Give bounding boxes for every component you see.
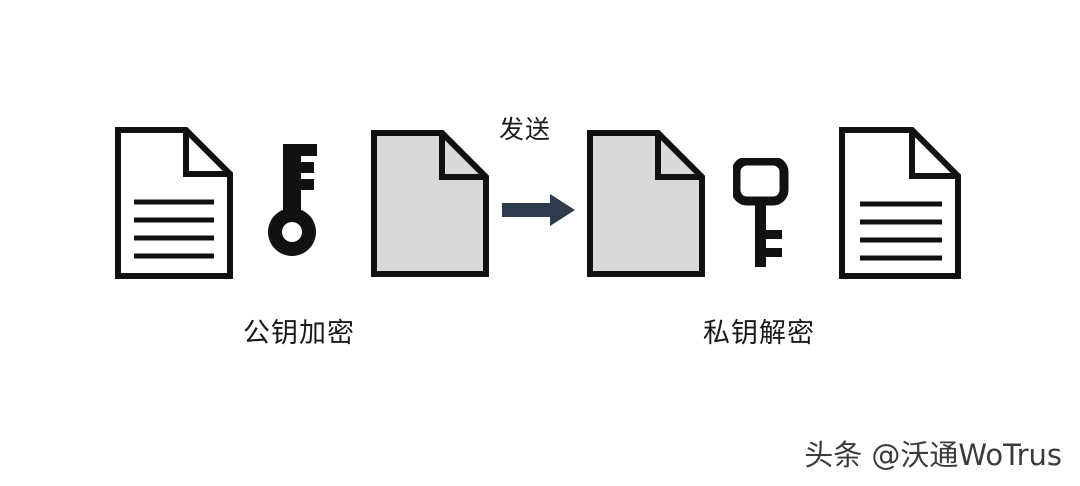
- send-label: 发送: [499, 115, 552, 144]
- public-key-icon: [268, 140, 332, 260]
- send-arrow-icon: [502, 193, 576, 227]
- decrypt-caption: 私钥解密: [703, 318, 815, 349]
- watermark-text: 头条 @沃通WoTrus: [804, 438, 1062, 472]
- watermark: 头条 @沃通WoTrus: [804, 441, 1062, 470]
- plain-document-right: [836, 124, 964, 282]
- encrypted-document-left: [368, 127, 492, 280]
- encrypted-document-right: [584, 127, 708, 280]
- plain-document-left: [112, 124, 236, 282]
- encrypt-caption: 公钥加密: [243, 318, 355, 349]
- private-key-icon: [733, 158, 791, 270]
